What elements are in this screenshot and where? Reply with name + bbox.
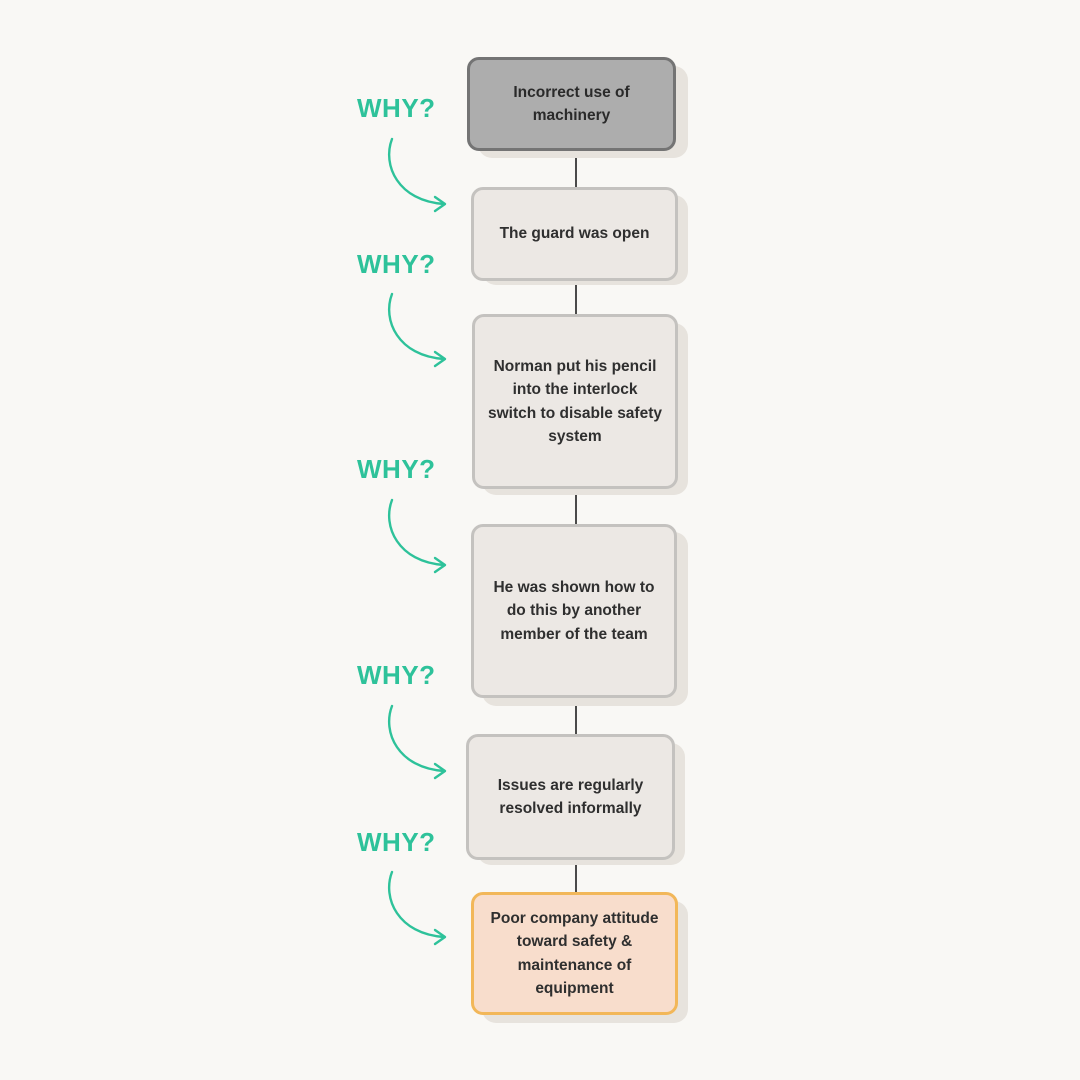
why-label-4: WHY? (357, 660, 436, 690)
cause-box-2: Norman put his pencil into the interlock… (472, 314, 678, 489)
cause-text-1: The guard was open (499, 225, 650, 243)
curved-arrow-icon (387, 292, 447, 368)
connector-line (575, 860, 577, 892)
cause-box-1: The guard was open (471, 187, 678, 281)
connector-line (575, 281, 577, 315)
curved-arrow-icon (387, 704, 447, 780)
problem-text: Incorrect use of machinery (513, 83, 630, 125)
why-label-3: WHY? (357, 454, 436, 484)
root-cause-text: Poor company attitude toward safety & ma… (490, 909, 659, 998)
why-label-1: WHY? (357, 93, 436, 123)
connector-line (575, 150, 577, 187)
curved-arrow-icon (387, 870, 447, 946)
root-cause-box: Poor company attitude toward safety & ma… (471, 892, 678, 1015)
connector-line (575, 489, 577, 524)
connector-line (575, 698, 577, 734)
cause-text-3: He was shown how to do this by another m… (493, 578, 655, 643)
cause-box-3: He was shown how to do this by another m… (471, 524, 677, 698)
cause-text-4: Issues are regularly resolved informally (497, 776, 644, 818)
cause-box-4: Issues are regularly resolved informally (466, 734, 675, 860)
cause-text-2: Norman put his pencil into the interlock… (488, 357, 662, 446)
curved-arrow-icon (387, 498, 447, 574)
problem-box: Incorrect use of machinery (467, 57, 676, 151)
curved-arrow-icon (387, 137, 447, 213)
why-label-2: WHY? (357, 249, 436, 279)
why-label-5: WHY? (357, 827, 436, 857)
